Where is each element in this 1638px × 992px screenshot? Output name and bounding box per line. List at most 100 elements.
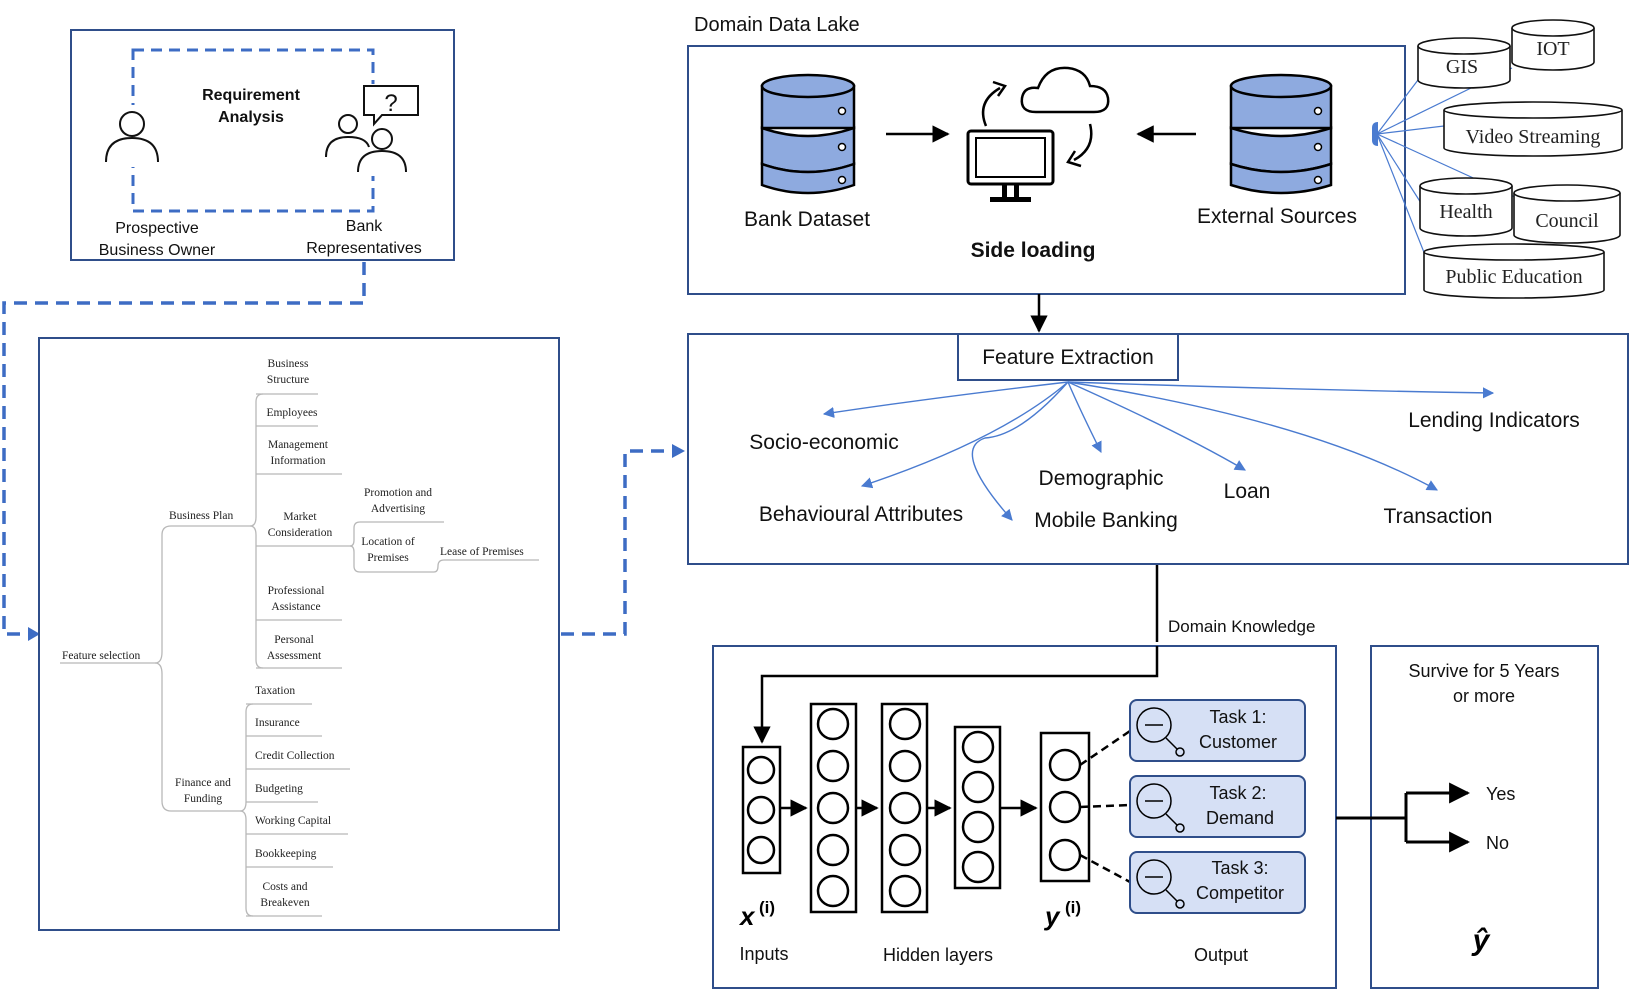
finance-item-label: Breakeven (260, 897, 309, 909)
survival-panel: Survive for 5 Years or more Yes No ŷ (1336, 645, 1599, 989)
finance-item-label: Budgeting (255, 783, 303, 795)
business-item-label: Business (268, 358, 309, 370)
feature-extraction-title: Feature Extraction (982, 346, 1154, 369)
external-sources-label: External Sources (1197, 205, 1357, 228)
group-chat-icon: ? (320, 84, 420, 176)
selection-to-extraction-connector (561, 449, 676, 636)
market-item-label: Advertising (371, 503, 426, 515)
task-label: Task 1: (1209, 707, 1266, 727)
finance-item-label: Working Capital (255, 815, 331, 827)
no-label: No (1486, 833, 1509, 853)
survival-title-line2: or more (1453, 686, 1515, 706)
bank-database-icon (760, 73, 856, 195)
feature-label: Mobile Banking (1034, 509, 1178, 532)
y-label: y (1043, 901, 1061, 931)
neural-model-panel: Task 1: Customer Task 2: Demand Task 3: … (712, 645, 1337, 989)
question-mark: ? (384, 90, 397, 117)
finance-item-label: Costs and (262, 881, 307, 893)
inputs-label: Inputs (739, 944, 788, 964)
yes-label: Yes (1486, 784, 1515, 804)
hidden-layers-label: Hidden layers (883, 945, 993, 965)
y-superscript: (i) (1065, 898, 1081, 917)
business-plan-label: Business Plan (169, 510, 233, 522)
business-item-label: Market (283, 511, 317, 523)
finance-item-label: Bookkeeping (255, 848, 317, 860)
business-item-label: Professional (268, 585, 325, 597)
finance-item-label: Insurance (255, 717, 300, 729)
task-label: Demand (1206, 808, 1274, 828)
requirement-arrowhead (28, 627, 40, 641)
finance-label-line2: Funding (184, 793, 223, 805)
owner-label-line2: Business Owner (99, 242, 216, 259)
feature-label: Lending Indicators (1408, 409, 1580, 432)
market-item-label: Premises (367, 552, 409, 564)
owner-label-line1: Prospective (115, 220, 199, 237)
requirement-title-bg (180, 78, 326, 130)
finance-label-line1: Finance and (175, 777, 231, 789)
source-cylinder-video: Video Streaming (1443, 101, 1623, 157)
source-label: Council (1535, 210, 1599, 232)
market-item-label: Location of (361, 536, 414, 548)
finance-item-label: Taxation (255, 685, 295, 697)
market-item-label: Promotion and (364, 487, 432, 499)
feature-extraction-panel: Feature Extraction Socio-economic Lendin… (687, 333, 1629, 565)
source-label: Public Education (1445, 266, 1582, 288)
source-label: Video Streaming (1466, 126, 1601, 148)
source-label: Health (1439, 201, 1492, 223)
data-lake-title: Domain Data Lake (694, 14, 860, 36)
business-item-label: Consideration (268, 527, 333, 539)
source-cylinder-iot: IOT (1511, 19, 1595, 71)
business-item-label: Structure (267, 374, 309, 386)
person-icon (100, 105, 165, 167)
source-cylinder-public-education: Public Education (1423, 243, 1605, 299)
feature-label: Transaction (1384, 505, 1493, 528)
task-1-box: Task 1: Customer (1129, 699, 1306, 762)
x-label: x (738, 901, 756, 931)
x-superscript: (i) (759, 898, 775, 917)
bank-label-line2: Representatives (306, 240, 422, 257)
bank-label-line1: Bank (346, 218, 383, 235)
selection-arrowhead (672, 444, 685, 458)
survival-title-line1: Survive for 5 Years (1408, 661, 1559, 681)
feature-selection-frame (38, 337, 560, 931)
feature-selection-panel: Feature selection Business Plan Finance … (38, 337, 560, 931)
output-label: Output (1194, 945, 1248, 965)
requirement-title-line2: Analysis (218, 109, 284, 126)
domain-knowledge-label: Domain Knowledge (1168, 617, 1315, 636)
requirement-title-line1: Requirement (202, 87, 300, 104)
feature-label: Socio-economic (749, 431, 898, 454)
external-database-icon (1229, 73, 1333, 195)
source-cylinder-health: Health (1419, 177, 1513, 237)
survival-frame (1370, 645, 1599, 989)
business-item-label: Information (271, 455, 326, 467)
source-label: GIS (1446, 56, 1478, 78)
business-item-label: Personal (274, 634, 314, 646)
task-label: Customer (1199, 732, 1277, 752)
cloud-sync-monitor-icon (966, 66, 1110, 202)
source-cylinder-gis: GIS (1417, 37, 1511, 89)
task-label: Task 3: (1211, 858, 1268, 878)
business-item-label: Assistance (271, 601, 320, 613)
task-label: Task 2: (1209, 783, 1266, 803)
requirement-analysis-panel: Requirement Analysis ? Prospective Busin… (70, 29, 455, 261)
tree-root-label: Feature selection (62, 650, 140, 662)
feature-label: Behavioural Attributes (759, 503, 963, 526)
task-2-box: Task 2: Demand (1129, 775, 1306, 838)
finance-item-label: Credit Collection (255, 750, 335, 762)
side-loading-label: Side loading (971, 239, 1096, 262)
bank-dataset-label: Bank Dataset (744, 208, 870, 231)
business-item-label: Assessment (267, 650, 322, 662)
lease-label: Lease of Premises (440, 546, 524, 558)
requirement-to-selection-connector (2, 262, 366, 636)
source-label: IOT (1536, 38, 1569, 60)
domain-knowledge-arrow (753, 646, 1159, 744)
feature-label: Loan (1224, 480, 1271, 503)
feature-extraction-title-box (957, 333, 1179, 381)
source-cylinder-council: Council (1513, 184, 1621, 244)
task-3-box: Task 3: Competitor (1129, 851, 1306, 914)
domain-data-lake-panel: Domain Data Lake Bank Dataset External S… (687, 14, 1406, 295)
feature-label: Demographic (1039, 467, 1164, 490)
business-item-label: Management (268, 439, 329, 451)
y-hat-label: ŷ (1471, 924, 1491, 957)
